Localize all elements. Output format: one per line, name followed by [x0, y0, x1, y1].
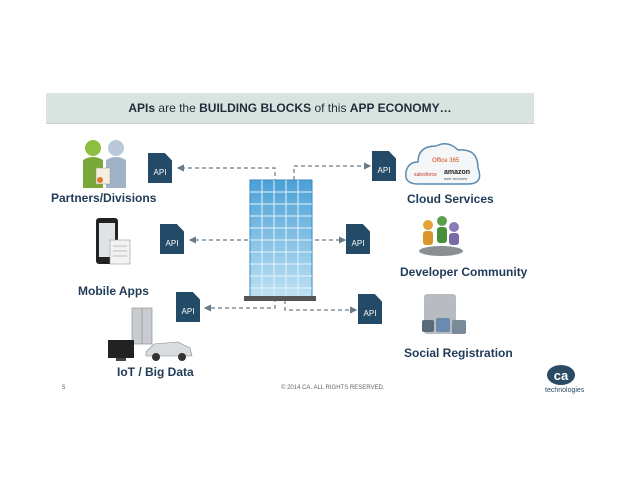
ca-logo: ca	[547, 365, 575, 385]
banner-text-1: are the	[155, 101, 200, 115]
api-badge-iot: API	[176, 292, 200, 322]
label-developer: Developer Community	[400, 265, 528, 279]
social-media-icon	[422, 294, 466, 334]
amazon-sub-text: web services	[444, 176, 467, 181]
label-mobile: Mobile Apps	[78, 284, 149, 298]
api-badge-cloud: API	[372, 151, 396, 181]
smartphone-icon	[96, 218, 131, 265]
label-social: Social Registration	[404, 346, 513, 360]
label-iot: IoT / Big Data	[117, 365, 194, 379]
devices-icon	[108, 307, 193, 361]
api-badge-partners: API	[148, 153, 172, 183]
salesforce-logo-text: salesforce	[414, 172, 437, 178]
label-partners: Partners/Divisions	[51, 191, 157, 205]
title-banner: APIs are the BUILDING BLOCKS of this APP…	[46, 93, 534, 124]
amazon-logo-text: amazon	[444, 169, 470, 176]
ca-logo-text: technologies	[545, 387, 585, 394]
office-logo-text: Office 365	[432, 158, 460, 164]
banner-app-economy: APP ECONOMY…	[349, 101, 452, 115]
people-icon	[83, 140, 126, 188]
line-partners	[176, 164, 276, 183]
building-icon	[244, 179, 316, 301]
community-icon	[419, 216, 463, 256]
banner-apis: APIs	[128, 101, 156, 115]
line-social	[284, 300, 358, 314]
api-badge-social: API	[358, 294, 382, 324]
api-badge-developer: API	[346, 224, 370, 254]
cloud-icon: Office 365 salesforce amazon web service…	[405, 143, 481, 185]
banner-building-blocks: BUILDING BLOCKS	[199, 101, 312, 115]
copyright-text: © 2014 CA. ALL RIGHTS RESERVED.	[281, 385, 385, 391]
page-number: 5	[62, 385, 66, 391]
line-iot	[203, 298, 276, 312]
banner-text-2: of this	[311, 101, 350, 115]
api-badge-mobile: API	[160, 224, 184, 254]
line-cloud	[293, 162, 372, 180]
label-cloud: Cloud Services	[407, 192, 494, 206]
